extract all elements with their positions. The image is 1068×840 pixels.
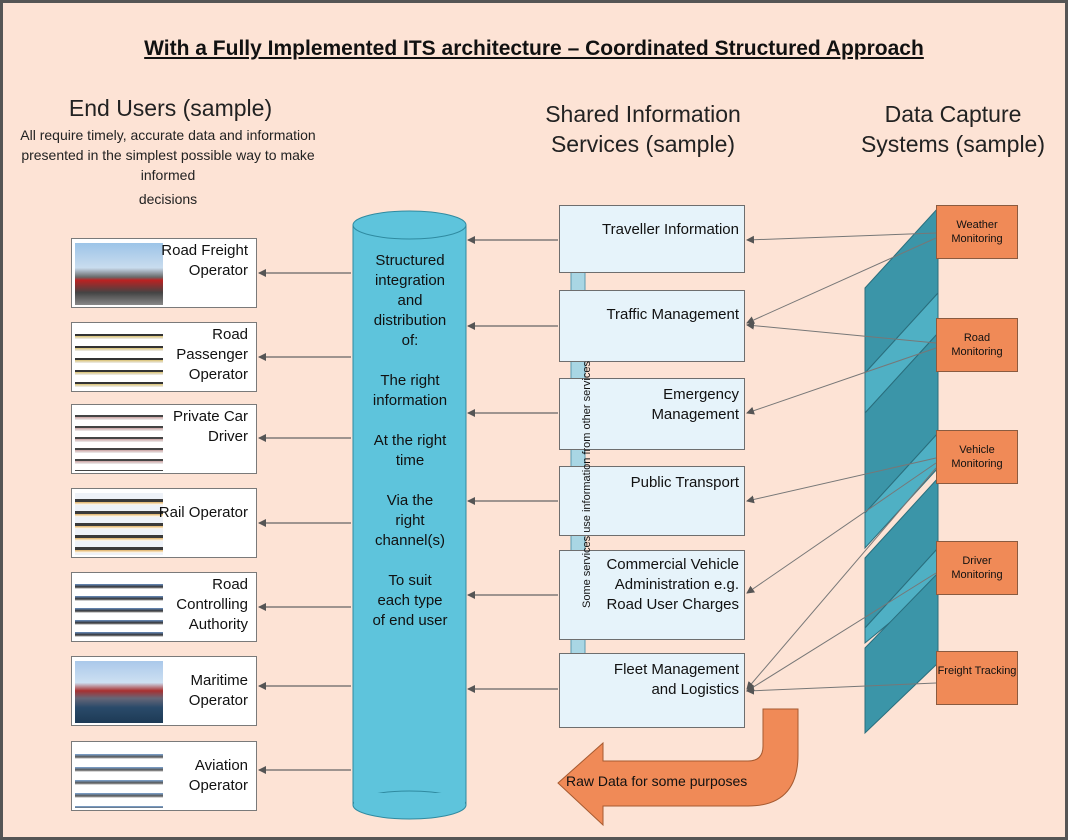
service-fleet-management: Fleet Management and Logistics: [559, 653, 745, 728]
integration-cylinder: [352, 210, 467, 820]
end-user-road-authority: Road Controlling Authority: [71, 572, 257, 642]
end-user-road-freight: Road Freight Operator: [71, 238, 257, 308]
train-photo-icon: [75, 493, 163, 555]
raw-data-arrow: [557, 708, 799, 827]
end-user-private-car: Private Car Driver: [71, 404, 257, 474]
data-capture-heading: Data Capture Systems (sample): [860, 101, 1046, 157]
end-user-label: Road Passenger Operator: [176, 326, 248, 383]
integration-text: Structured integration and distribution …: [372, 252, 448, 629]
capture-vehicle-monitoring: Vehicle Monitoring: [936, 430, 1018, 484]
services-link-note: Some services use information from other…: [581, 361, 593, 608]
end-user-label: Private Car Driver: [172, 408, 248, 445]
end-user-aviation: Aviation Operator: [71, 741, 257, 811]
service-label: Traffic Management: [606, 306, 739, 323]
bus-photo-icon: [75, 327, 163, 389]
raw-data-label: Raw Data for some purposes: [566, 773, 748, 789]
service-label: Emergency Management: [651, 386, 739, 423]
end-user-label: Maritime Operator: [188, 672, 248, 709]
service-label: Fleet Management and Logistics: [613, 661, 739, 698]
aircraft-photo-icon: [75, 746, 163, 808]
service-label: Traveller Information: [602, 221, 739, 238]
service-emergency-management: Emergency Management: [559, 378, 745, 450]
service-traffic-management: Traffic Management: [559, 290, 745, 362]
shared-services-heading: Shared Information Services (sample): [545, 101, 741, 157]
service-label: Public Transport: [630, 474, 739, 491]
diagram-canvas: [258, 206, 939, 827]
end-user-label: Aviation Operator: [188, 757, 248, 794]
service-public-transport: Public Transport: [559, 466, 745, 536]
service-commercial-vehicle-admin: Commercial Vehicle Administration e.g. R…: [559, 550, 745, 640]
end-users-description: All require timely, accurate data and in…: [20, 127, 316, 183]
service-traveller-information: Traveller Information: [559, 205, 745, 273]
data-capture-slabs: [864, 206, 939, 735]
truck-photo-icon: [75, 243, 163, 305]
service-to-cylinder-arrows: [467, 236, 558, 693]
service-label: Commercial Vehicle Administration e.g. R…: [606, 556, 739, 613]
end-user-rail: Rail Operator: [71, 488, 257, 558]
end-user-label: Road Freight Operator: [161, 242, 248, 279]
end-users-heading: End Users (sample): [68, 95, 273, 121]
ship-photo-icon: [75, 661, 163, 723]
capture-driver-monitoring: Driver Monitoring: [936, 541, 1018, 595]
end-user-road-passenger: Road Passenger Operator: [71, 322, 257, 392]
road-photo-icon: [75, 577, 163, 639]
car-photo-icon: [75, 409, 163, 471]
end-user-label: Rail Operator: [158, 504, 248, 521]
capture-to-service-arrows: [746, 232, 937, 695]
capture-weather-monitoring: Weather Monitoring: [936, 205, 1018, 259]
end-users-description-end: decisions: [138, 191, 198, 207]
end-user-maritime: Maritime Operator: [71, 656, 257, 726]
capture-road-monitoring: Road Monitoring: [936, 318, 1018, 372]
distribution-arrows: [258, 269, 351, 774]
diagram-title: With a Fully Implemented ITS architectur…: [144, 37, 924, 60]
end-user-label: Road Controlling Authority: [176, 576, 248, 633]
capture-freight-tracking: Freight Tracking: [936, 651, 1018, 705]
